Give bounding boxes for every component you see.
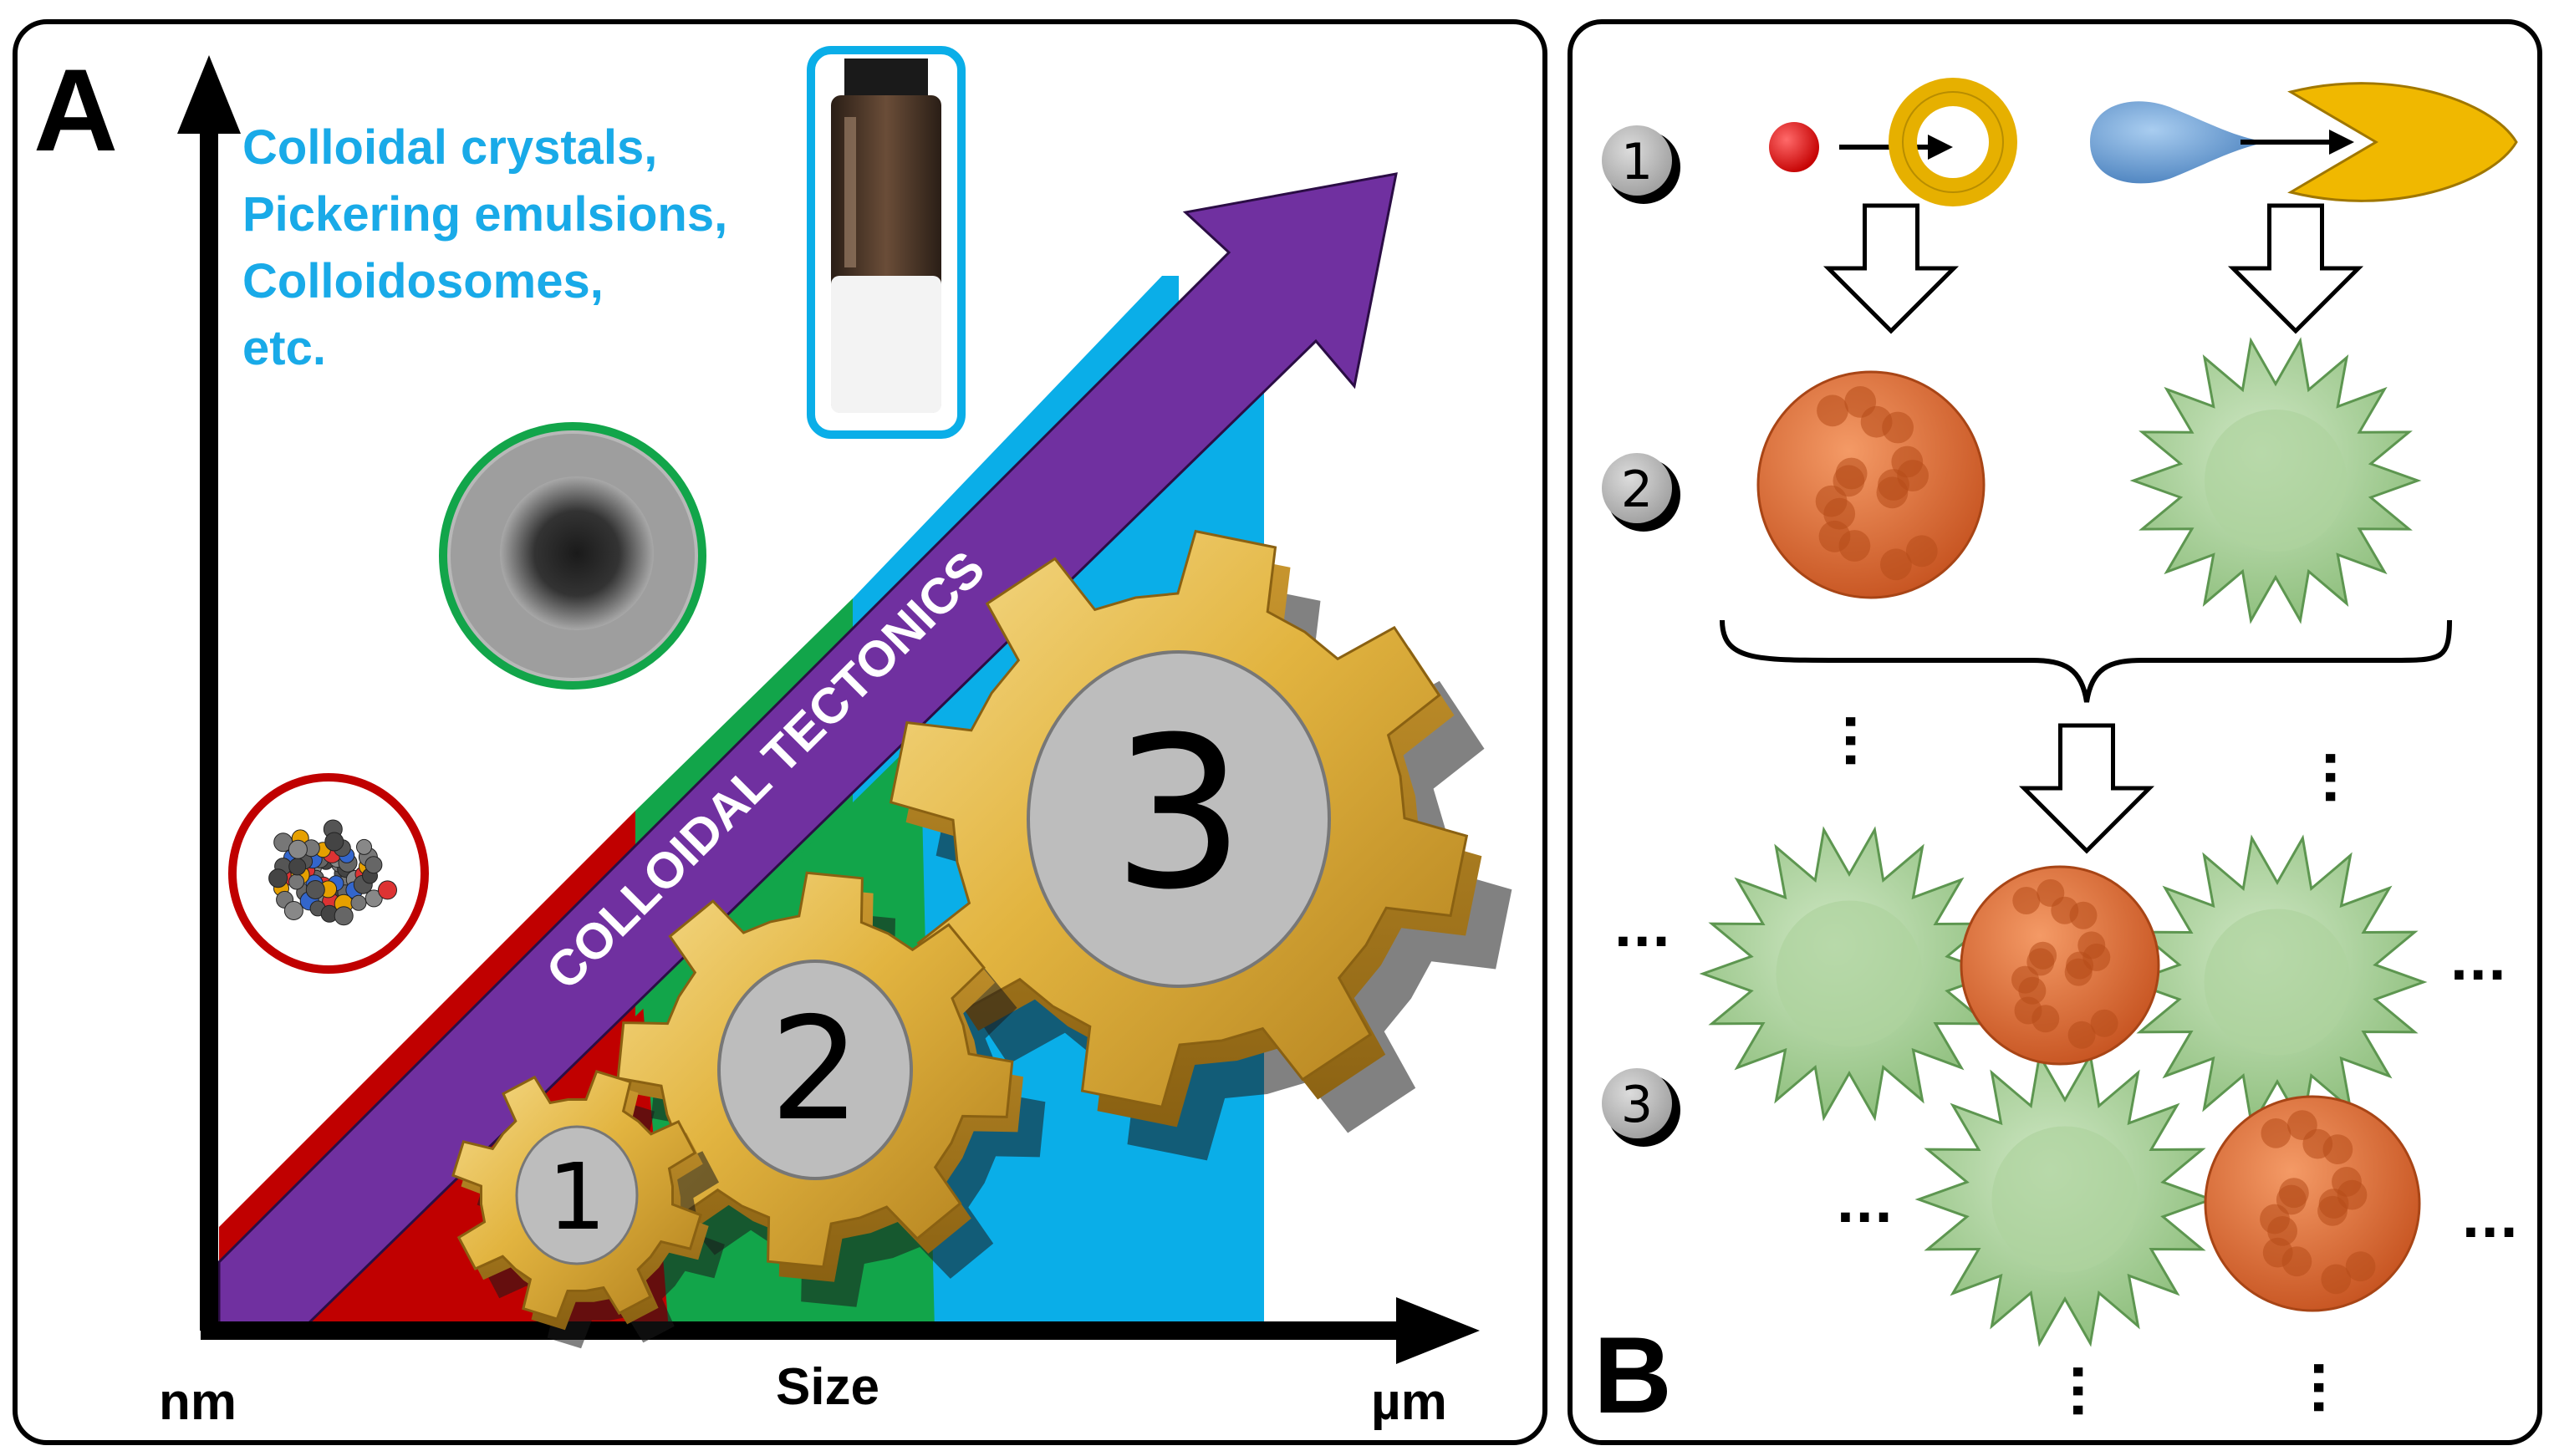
gear-1-number: 1 (548, 1143, 606, 1250)
ellipsis: ... (2302, 1359, 2360, 1416)
panel-b-label: B (1593, 1314, 1672, 1436)
step-2-badge: 2 (1602, 453, 1680, 532)
x-axis-min-label: nm (159, 1373, 237, 1431)
step-1-number: 1 (1621, 133, 1653, 191)
atom (364, 889, 383, 908)
down-arrow-icon (2018, 723, 2155, 854)
atom (283, 901, 303, 920)
atom (268, 868, 288, 888)
ellipsis: ... (2449, 934, 2506, 992)
atom (288, 873, 305, 890)
application-item: Pickering emulsions, (242, 187, 727, 242)
green-spiky-particle (1699, 826, 2000, 1122)
ellipsis: ... (2313, 749, 2372, 806)
application-item: etc. (242, 321, 326, 375)
down-arrow-icon (1822, 203, 1960, 334)
orange-faceted-particle (2204, 1095, 2421, 1312)
ellipsis: ... (1833, 712, 1892, 769)
step-3-badge: 3 (1602, 1068, 1680, 1147)
atom (334, 906, 354, 926)
gear-3-icon: 3 (889, 529, 1512, 1161)
red-guest-sphere (1769, 122, 1819, 172)
atom (288, 839, 308, 859)
atom (356, 838, 372, 855)
step-1-badge: 1 (1602, 125, 1680, 204)
ellipsis: ... (2461, 1191, 2518, 1250)
ellipsis: ... (2061, 1362, 2119, 1419)
x-axis-title: Size (776, 1358, 879, 1416)
step-3-number: 3 (1621, 1076, 1653, 1134)
gear-1-icon: 1 (451, 1070, 725, 1349)
atom (305, 880, 325, 899)
step-2-number: 2 (1621, 461, 1653, 519)
atom (378, 880, 397, 900)
blue-guest-drop (2090, 101, 2267, 184)
atom (350, 894, 367, 911)
y-axis-arrowhead (177, 55, 241, 134)
orange-faceted-particle (1960, 865, 2160, 1066)
atom (288, 858, 307, 876)
applications-list: Colloidal crystals, Pickering emulsions,… (242, 120, 727, 375)
ellipsis: ... (1836, 1176, 1893, 1235)
green-spiky-particle (2129, 337, 2422, 624)
particle-tem-image (439, 422, 706, 690)
atom (364, 856, 383, 874)
panel-b: B 1 2 3 (1593, 78, 2518, 1436)
gear-3-number: 3 (1112, 692, 1245, 935)
x-axis-arrowhead (1396, 1297, 1480, 1364)
ellipsis: ... (1613, 900, 1670, 959)
atom (324, 832, 344, 852)
gear-2-icon: 2 (616, 871, 1046, 1307)
application-item: Colloidal crystals, (242, 120, 657, 175)
green-spiky-particle (1914, 1051, 2215, 1347)
down-arrow-icon (2227, 203, 2364, 334)
x-axis-max-label: µm (1371, 1373, 1447, 1431)
vial-image (807, 46, 966, 439)
yellow-cone-host (2287, 82, 2518, 202)
gear-2-number: 2 (770, 987, 860, 1153)
grouping-brace (1720, 619, 2452, 703)
tecton-molecule-image (228, 773, 429, 974)
application-item: Colloidosomes, (242, 254, 604, 308)
orange-faceted-particle (1756, 370, 1986, 599)
continuation-ellipses: ... ... ... ... ... ... ... ... (1613, 712, 2518, 1419)
panel-a-label: A (33, 44, 118, 176)
green-spiky-particle (2127, 834, 2428, 1130)
colloidal-tectonics-arrow (217, 172, 1398, 1332)
